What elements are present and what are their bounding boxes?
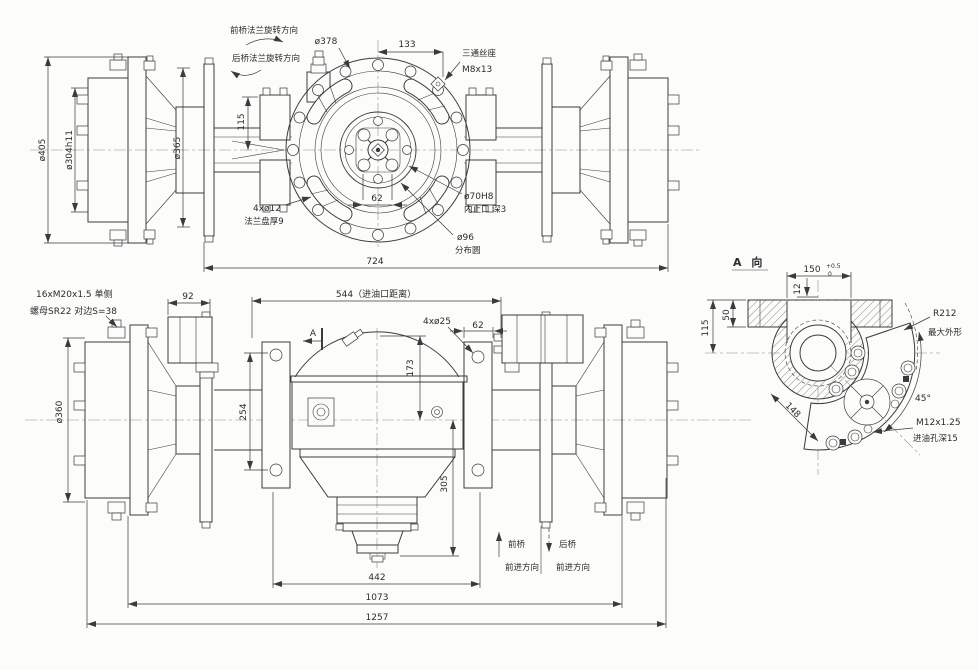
dim-442-label: 442	[368, 573, 385, 583]
front-rotation-label: 前桥法兰旋转方向	[230, 25, 298, 36]
rear-rotation-label: 后桥法兰旋转方向	[232, 53, 300, 64]
bore-note-label: 内止口 深3	[464, 204, 506, 215]
stud-spec-label: 16xM20x1.5 单侧	[36, 288, 113, 300]
dim-115-label: 115	[237, 113, 247, 130]
bracket-holes-label: 4xø25	[423, 317, 451, 327]
dia304-label: ø304h11	[65, 130, 75, 170]
rear-axle-label: 后桥	[559, 539, 577, 550]
left-brake-chamber	[167, 316, 219, 379]
diff-housing-ring	[285, 57, 471, 243]
dim-1073-label: 1073	[366, 593, 389, 603]
dim-50-label: 50	[722, 309, 732, 321]
oil-fitting	[341, 328, 364, 347]
bore-label: ø70H8	[464, 192, 494, 202]
top-view: 前桥法兰旋转方向 后桥法兰旋转方向 ø378 133 三通丝座 M8x13 ø4…	[30, 25, 700, 272]
flange-thickness-label: 法兰盘厚9	[244, 216, 283, 227]
front-direction-label: 前进方向	[505, 562, 539, 573]
dim-305-label: 305	[440, 475, 450, 492]
dim-1257-label: 1257	[366, 613, 389, 623]
rear-rotation-arrow	[230, 69, 262, 79]
dim-150-tol-lower: 0	[828, 271, 832, 278]
section-a-label: A	[310, 329, 317, 339]
dim-173-label: 173	[406, 359, 416, 376]
view-a: A 向 150 +0.5 0 12 50 115 R212 最大外形 45° 1…	[701, 255, 963, 475]
view-a-title: A 向	[733, 255, 765, 269]
dia405-label: ø405	[38, 139, 48, 162]
dim-62b-label: 62	[472, 321, 483, 331]
dia365-label: ø365	[173, 137, 183, 160]
input-flange	[339, 111, 417, 189]
dim-133-label: 133	[398, 40, 415, 50]
dia360-label: ø360	[55, 400, 65, 423]
oil-thread-label: M12x1.25	[916, 418, 961, 428]
tee-seat-label: 三通丝座	[462, 48, 497, 59]
dim-254-label: 254	[239, 403, 249, 420]
rear-direction-label: 前进方向	[556, 562, 590, 573]
dim-724-label: 724	[366, 257, 383, 267]
dim-150-tol-upper: +0.5	[826, 263, 841, 270]
max-outline-label: 最大外形	[928, 327, 963, 338]
flange-holes-label: 4xø12	[253, 204, 281, 214]
dim-12-label: 12	[793, 283, 803, 294]
tee-size-label: M8x13	[462, 65, 492, 75]
dim-92-label: 92	[182, 292, 193, 302]
dia378-label: ø378	[315, 37, 338, 47]
dim-115a-label: 115	[701, 319, 711, 336]
tee-fitting	[430, 76, 446, 92]
dim-544-label: 544（进油口距离）	[336, 288, 416, 300]
r212-label: R212	[933, 309, 956, 319]
dim-150-label: 150	[803, 265, 820, 275]
nut-spec-label: 螺母SR22 对边S=38	[30, 305, 117, 317]
right-brake-chamber	[493, 314, 584, 373]
mounting-brackets	[261, 341, 493, 489]
dim-148-label: 148	[783, 401, 802, 420]
travel-direction-legend	[496, 526, 552, 574]
section-a-marker	[303, 328, 323, 350]
axle-center-housing	[290, 328, 468, 563]
bolt-circle-label: ø96	[457, 233, 474, 243]
yoke-bore	[799, 334, 837, 372]
angle-45-label: 45°	[915, 394, 931, 404]
front-rotation-arrow	[245, 35, 284, 46]
bolt-circle-note: 分布圆	[455, 245, 481, 256]
oil-depth-label: 进油孔深15	[913, 433, 958, 444]
bottom-view: 16xM20x1.5 单侧 螺母SR22 对边S=38 92 544（进油口距离…	[25, 288, 752, 628]
front-axle-label: 前桥	[508, 539, 526, 550]
dim-62-label: 62	[371, 194, 382, 204]
